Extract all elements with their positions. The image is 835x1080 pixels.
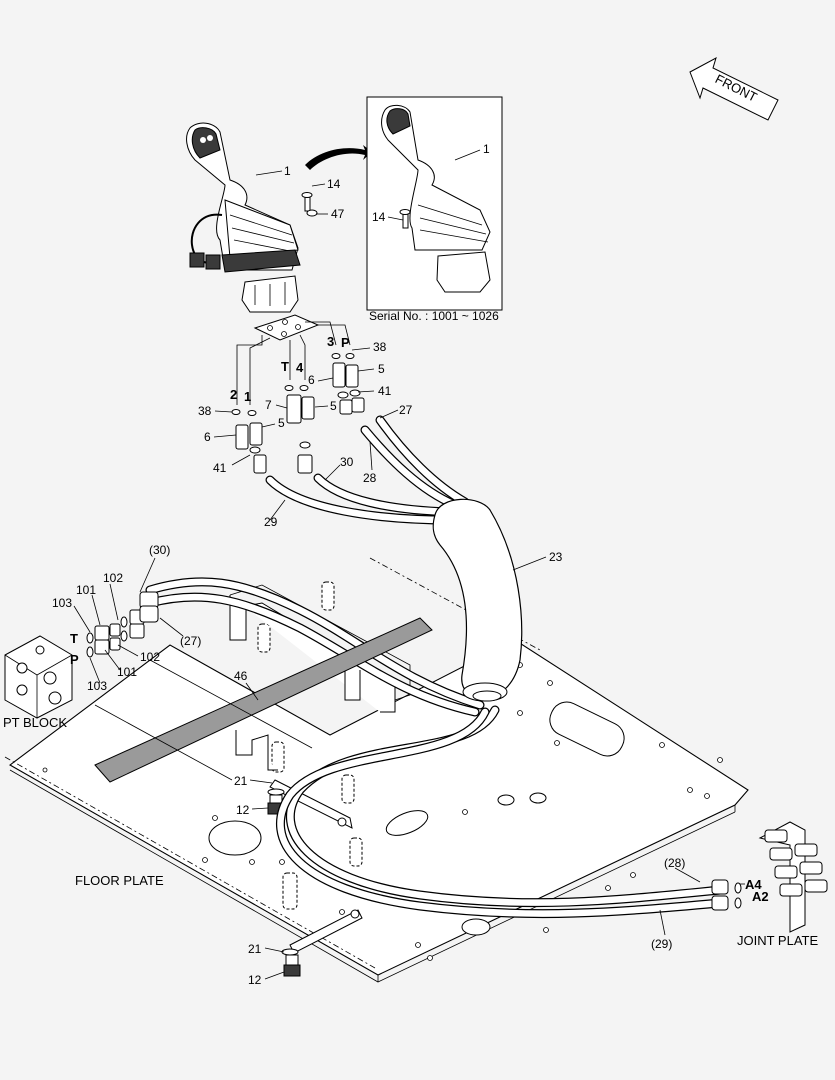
- callout-5-left: 5: [278, 416, 285, 430]
- callout-5-right: 5: [378, 362, 385, 376]
- support-frame: [229, 584, 411, 771]
- callout-41-left: 41: [213, 461, 227, 475]
- callout-21-bottom: 21: [248, 942, 262, 956]
- callout-101-bottom: 101: [117, 665, 137, 679]
- port-p-pt-block: P: [70, 652, 79, 667]
- callout-14-main: 14: [327, 177, 341, 191]
- hose-protector: [432, 498, 523, 702]
- callout-28: 28: [363, 471, 377, 485]
- callout-102-bottom: 102: [140, 650, 160, 664]
- port-fittings: [231, 321, 365, 474]
- callout-102-top: 102: [103, 571, 123, 585]
- port-p-joystick: P: [341, 335, 350, 350]
- port-a2: A2: [752, 889, 769, 904]
- joint-plate-label: JOINT PLATE: [737, 933, 818, 948]
- port-3: 3: [327, 334, 334, 349]
- callout-27-ref: (27): [180, 634, 201, 648]
- callout-41-right: 41: [378, 384, 392, 398]
- mounting-gasket: [253, 314, 320, 341]
- leader-lines: [73, 149, 745, 980]
- pt-fittings: [86, 591, 159, 658]
- callout-38-right: 38: [373, 340, 387, 354]
- port-2: 2: [230, 387, 237, 402]
- callout-29-ref: (29): [651, 937, 672, 951]
- hoses: [145, 415, 725, 919]
- callout-23: 23: [549, 550, 563, 564]
- callout-30-ref: (30): [149, 543, 170, 557]
- pt-block-label: PT BLOCK: [3, 715, 67, 730]
- callout-12-top: 12: [236, 803, 250, 817]
- callout-1-inset: 1: [483, 142, 490, 156]
- callout-46: 46: [234, 669, 248, 683]
- callout-12-bottom: 12: [248, 973, 262, 987]
- pt-block: [4, 635, 73, 719]
- port-4: 4: [296, 360, 304, 375]
- port-1: 1: [244, 389, 251, 404]
- port-t-joystick: T: [281, 359, 289, 374]
- serial-inset: Serial No. : 1001 ~ 1026: [366, 96, 503, 323]
- callout-6-left: 6: [204, 430, 211, 444]
- port-t-pt-block: T: [70, 631, 78, 646]
- floor-plate-label: FLOOR PLATE: [75, 873, 164, 888]
- callout-47: 47: [331, 207, 345, 221]
- joint-plate: [711, 821, 828, 933]
- callout-101-top: 101: [76, 583, 96, 597]
- port-a4: A4: [745, 877, 762, 892]
- callout-38-left: 38: [198, 404, 212, 418]
- cover-strip: [94, 617, 433, 783]
- callout-28-ref: (28): [664, 856, 685, 870]
- serial-label: Serial No. : 1001 ~ 1026: [369, 309, 499, 323]
- callout-1-main: 1: [284, 164, 291, 178]
- front-arrow: FRONT: [689, 56, 779, 121]
- callout-103-bottom: 103: [87, 679, 107, 693]
- floor-studs: [257, 581, 363, 910]
- callout-103-top: 103: [52, 596, 72, 610]
- callout-27: 27: [399, 403, 413, 417]
- callout-30: 30: [340, 455, 354, 469]
- callout-5-middle: 5: [330, 399, 337, 413]
- callout-7: 7: [265, 398, 272, 412]
- callout-14-inset: 14: [372, 210, 386, 224]
- callout-6-right: 6: [308, 373, 315, 387]
- callout-labels: 1 14 47 1 14 3 P 38 T 4 6 5 41 2 1 38 7 …: [3, 142, 818, 987]
- joystick-main: [186, 122, 318, 313]
- callout-21-top: 21: [234, 774, 248, 788]
- view-arrow: [305, 145, 372, 170]
- callout-29: 29: [264, 515, 278, 529]
